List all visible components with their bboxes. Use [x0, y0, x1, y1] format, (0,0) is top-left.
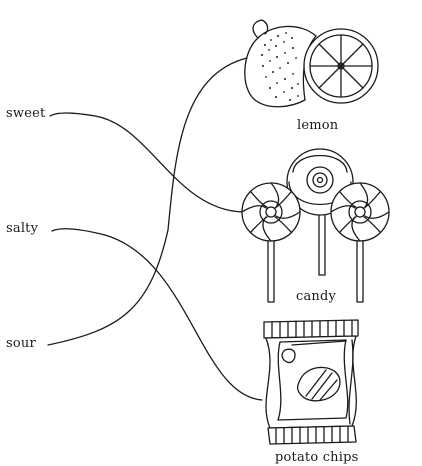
food-label-potato-chips: potato chips	[275, 450, 359, 465]
line-sweet-candy	[50, 113, 243, 212]
line-sour-lemon	[48, 58, 247, 345]
potato-chips-icon	[264, 320, 358, 444]
food-label-candy: candy	[296, 289, 336, 304]
food-label-lemon: lemon	[297, 118, 338, 133]
lemon-icon	[245, 20, 378, 107]
taste-label-sour: sour	[6, 336, 36, 351]
taste-label-salty: salty	[6, 221, 38, 236]
line-salty-chips	[52, 229, 262, 400]
candy-icon	[242, 149, 389, 302]
taste-label-sweet: sweet	[6, 106, 45, 121]
